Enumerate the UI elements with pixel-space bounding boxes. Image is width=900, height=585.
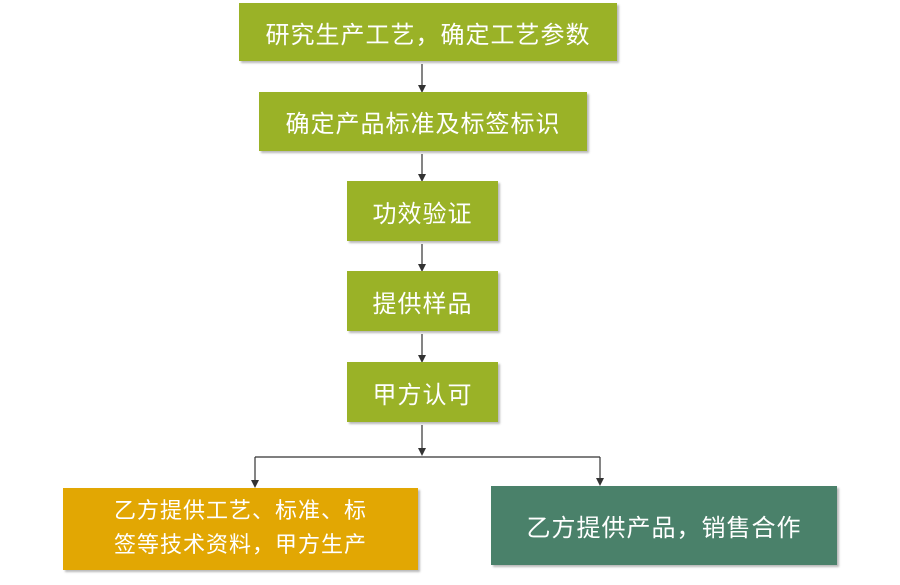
step-provide-samples-label: 提供样品 bbox=[372, 289, 473, 318]
step-party-a-approval-label: 甲方认可 bbox=[372, 380, 473, 409]
step-efficacy-verification: 功效验证 bbox=[347, 181, 498, 241]
step-provide-samples: 提供样品 bbox=[347, 271, 498, 331]
step-party-a-approval: 甲方认可 bbox=[347, 362, 498, 422]
step-define-standards-label: 确定产品标准及标签标识 bbox=[285, 110, 561, 138]
step-research-process: 研究生产工艺，确定工艺参数 bbox=[239, 3, 617, 61]
branch-technical-transfer-line1: 乙方提供工艺、标准、标 bbox=[113, 499, 367, 524]
branch-technical-transfer-text: 乙方提供工艺、标准、标 签等技术资料，甲方生产 bbox=[114, 495, 367, 563]
branch-technical-transfer: 乙方提供工艺、标准、标 签等技术资料，甲方生产 bbox=[63, 488, 418, 570]
branch-product-sales-label: 乙方提供产品，销售合作 bbox=[526, 514, 802, 542]
step-research-process-label: 研究生产工艺，确定工艺参数 bbox=[265, 20, 591, 49]
step-efficacy-verification-label: 功效验证 bbox=[372, 199, 473, 228]
step-define-standards: 确定产品标准及标签标识 bbox=[259, 92, 587, 151]
branch-technical-transfer-line2: 签等技术资料，甲方生产 bbox=[113, 533, 367, 558]
branch-product-sales: 乙方提供产品，销售合作 bbox=[491, 486, 837, 565]
